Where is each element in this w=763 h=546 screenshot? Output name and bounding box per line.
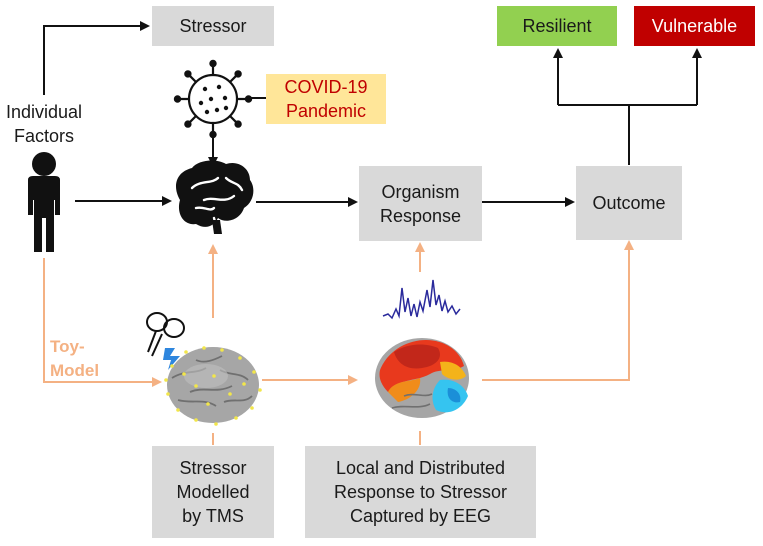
organism-line1: Organism — [381, 181, 460, 202]
resilient-label: Resilient — [522, 16, 592, 36]
individual-line2: Factors — [13, 126, 74, 146]
tms-line3: by TMS — [182, 506, 244, 526]
eeg-signal-icon — [382, 279, 461, 320]
tms-stressor-box: Stressor Modelled by TMS — [152, 446, 274, 538]
eeg-response-box: Local and Distributed Response to Stress… — [305, 446, 536, 538]
brain-tms-icon — [164, 346, 262, 426]
person-icon — [28, 152, 60, 252]
vulnerable-box: Vulnerable — [634, 6, 755, 46]
eeg-line1: Local and Distributed — [335, 458, 506, 478]
toy-model-line1: Toy- — [50, 337, 85, 356]
tms-line2: Modelled — [176, 482, 250, 502]
arrow-eeg-to-outcome — [482, 240, 634, 381]
individual-factors-label: Individual Factors — [0, 100, 88, 148]
organism-response-box: Organism Response — [359, 166, 482, 241]
outcome-label: Outcome — [592, 193, 666, 213]
stressor-box: Stressor — [152, 6, 274, 46]
stressor-label: Stressor — [179, 16, 247, 36]
outcome-box: Outcome — [576, 166, 682, 240]
organism-line2: Response — [379, 205, 462, 226]
covid-pandemic-box: COVID-19 Pandemic — [266, 74, 386, 124]
tms-pulse-icon — [163, 348, 180, 370]
resilient-box: Resilient — [497, 6, 617, 46]
virus-icon — [173, 59, 253, 139]
individual-line1: Individual — [5, 102, 83, 122]
toy-model-label: Toy- Model — [50, 335, 102, 383]
toy-model-connectors — [43, 240, 634, 445]
tms-line1: Stressor — [179, 458, 247, 478]
brain-icon — [176, 160, 254, 234]
arrow-person-to-tms-brain — [43, 258, 162, 387]
covid-label-line2: Pandemic — [285, 101, 367, 121]
tms-coil-icon — [146, 312, 185, 357]
toy-model-line2: Model — [50, 361, 100, 380]
covid-label-line1: COVID-19 — [284, 77, 368, 97]
black-connectors — [43, 21, 702, 207]
brain-eeg-icon — [375, 338, 469, 418]
arrow-individual-to-stressor — [43, 21, 150, 95]
eeg-line2: Response to Stressor — [333, 482, 508, 502]
eeg-line3: Captured by EEG — [349, 506, 492, 526]
vulnerable-label: Vulnerable — [651, 16, 738, 36]
